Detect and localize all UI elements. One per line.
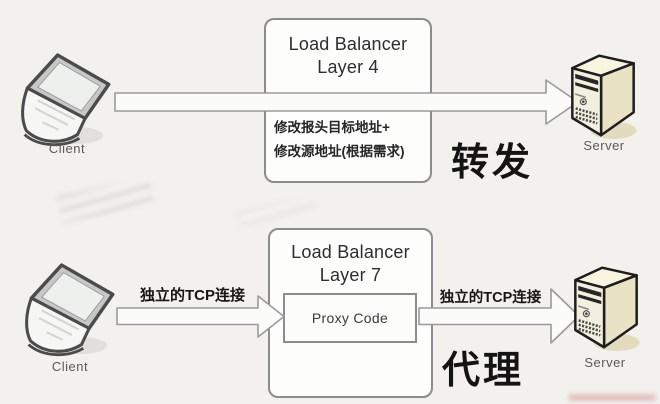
client-label: Client bbox=[48, 141, 86, 156]
box-title-line2: Layer 4 bbox=[317, 57, 379, 77]
tcp-connection-label-right: 独立的TCP连接 bbox=[439, 290, 542, 306]
watermark-smudge bbox=[235, 194, 317, 228]
layer4-notes: 修改报头目标地址+ 修改源地址(根据需求) bbox=[274, 116, 405, 164]
server-tower-icon bbox=[571, 54, 637, 140]
note-line: 修改报头目标地址+ bbox=[274, 120, 390, 135]
watermark-smudge bbox=[56, 176, 155, 224]
tcp-connection-label-left: 独立的TCP连接 bbox=[139, 287, 245, 304]
server-tower-icon bbox=[574, 266, 640, 352]
note-line: 修改源地址(根据需求) bbox=[274, 144, 405, 159]
box-title-line2: Layer 7 bbox=[319, 265, 382, 285]
laptop-icon bbox=[21, 53, 111, 147]
mode-label-forward: 转发 bbox=[450, 142, 533, 184]
load-balancer-layer4-box: Load Balancer Layer 4 修改报头目标地址+ 修改源地址(根据… bbox=[264, 18, 432, 183]
box-title-line1: Load Balancer bbox=[288, 34, 408, 54]
box-title-line1: Load Balancer bbox=[291, 242, 410, 262]
client-label: Client bbox=[51, 359, 89, 374]
box-title: Load Balancer Layer 4 bbox=[266, 20, 430, 79]
proxy-code-box: Proxy Code bbox=[283, 293, 417, 343]
proxy-code-label: Proxy Code bbox=[311, 310, 389, 326]
mode-label-proxy: 代理 bbox=[441, 350, 524, 392]
server-label: Server bbox=[583, 138, 625, 153]
laptop-icon bbox=[25, 263, 115, 357]
server-label: Server bbox=[584, 355, 626, 370]
box-title: Load Balancer Layer 7 bbox=[270, 230, 431, 287]
watermark-smudge bbox=[568, 394, 656, 401]
